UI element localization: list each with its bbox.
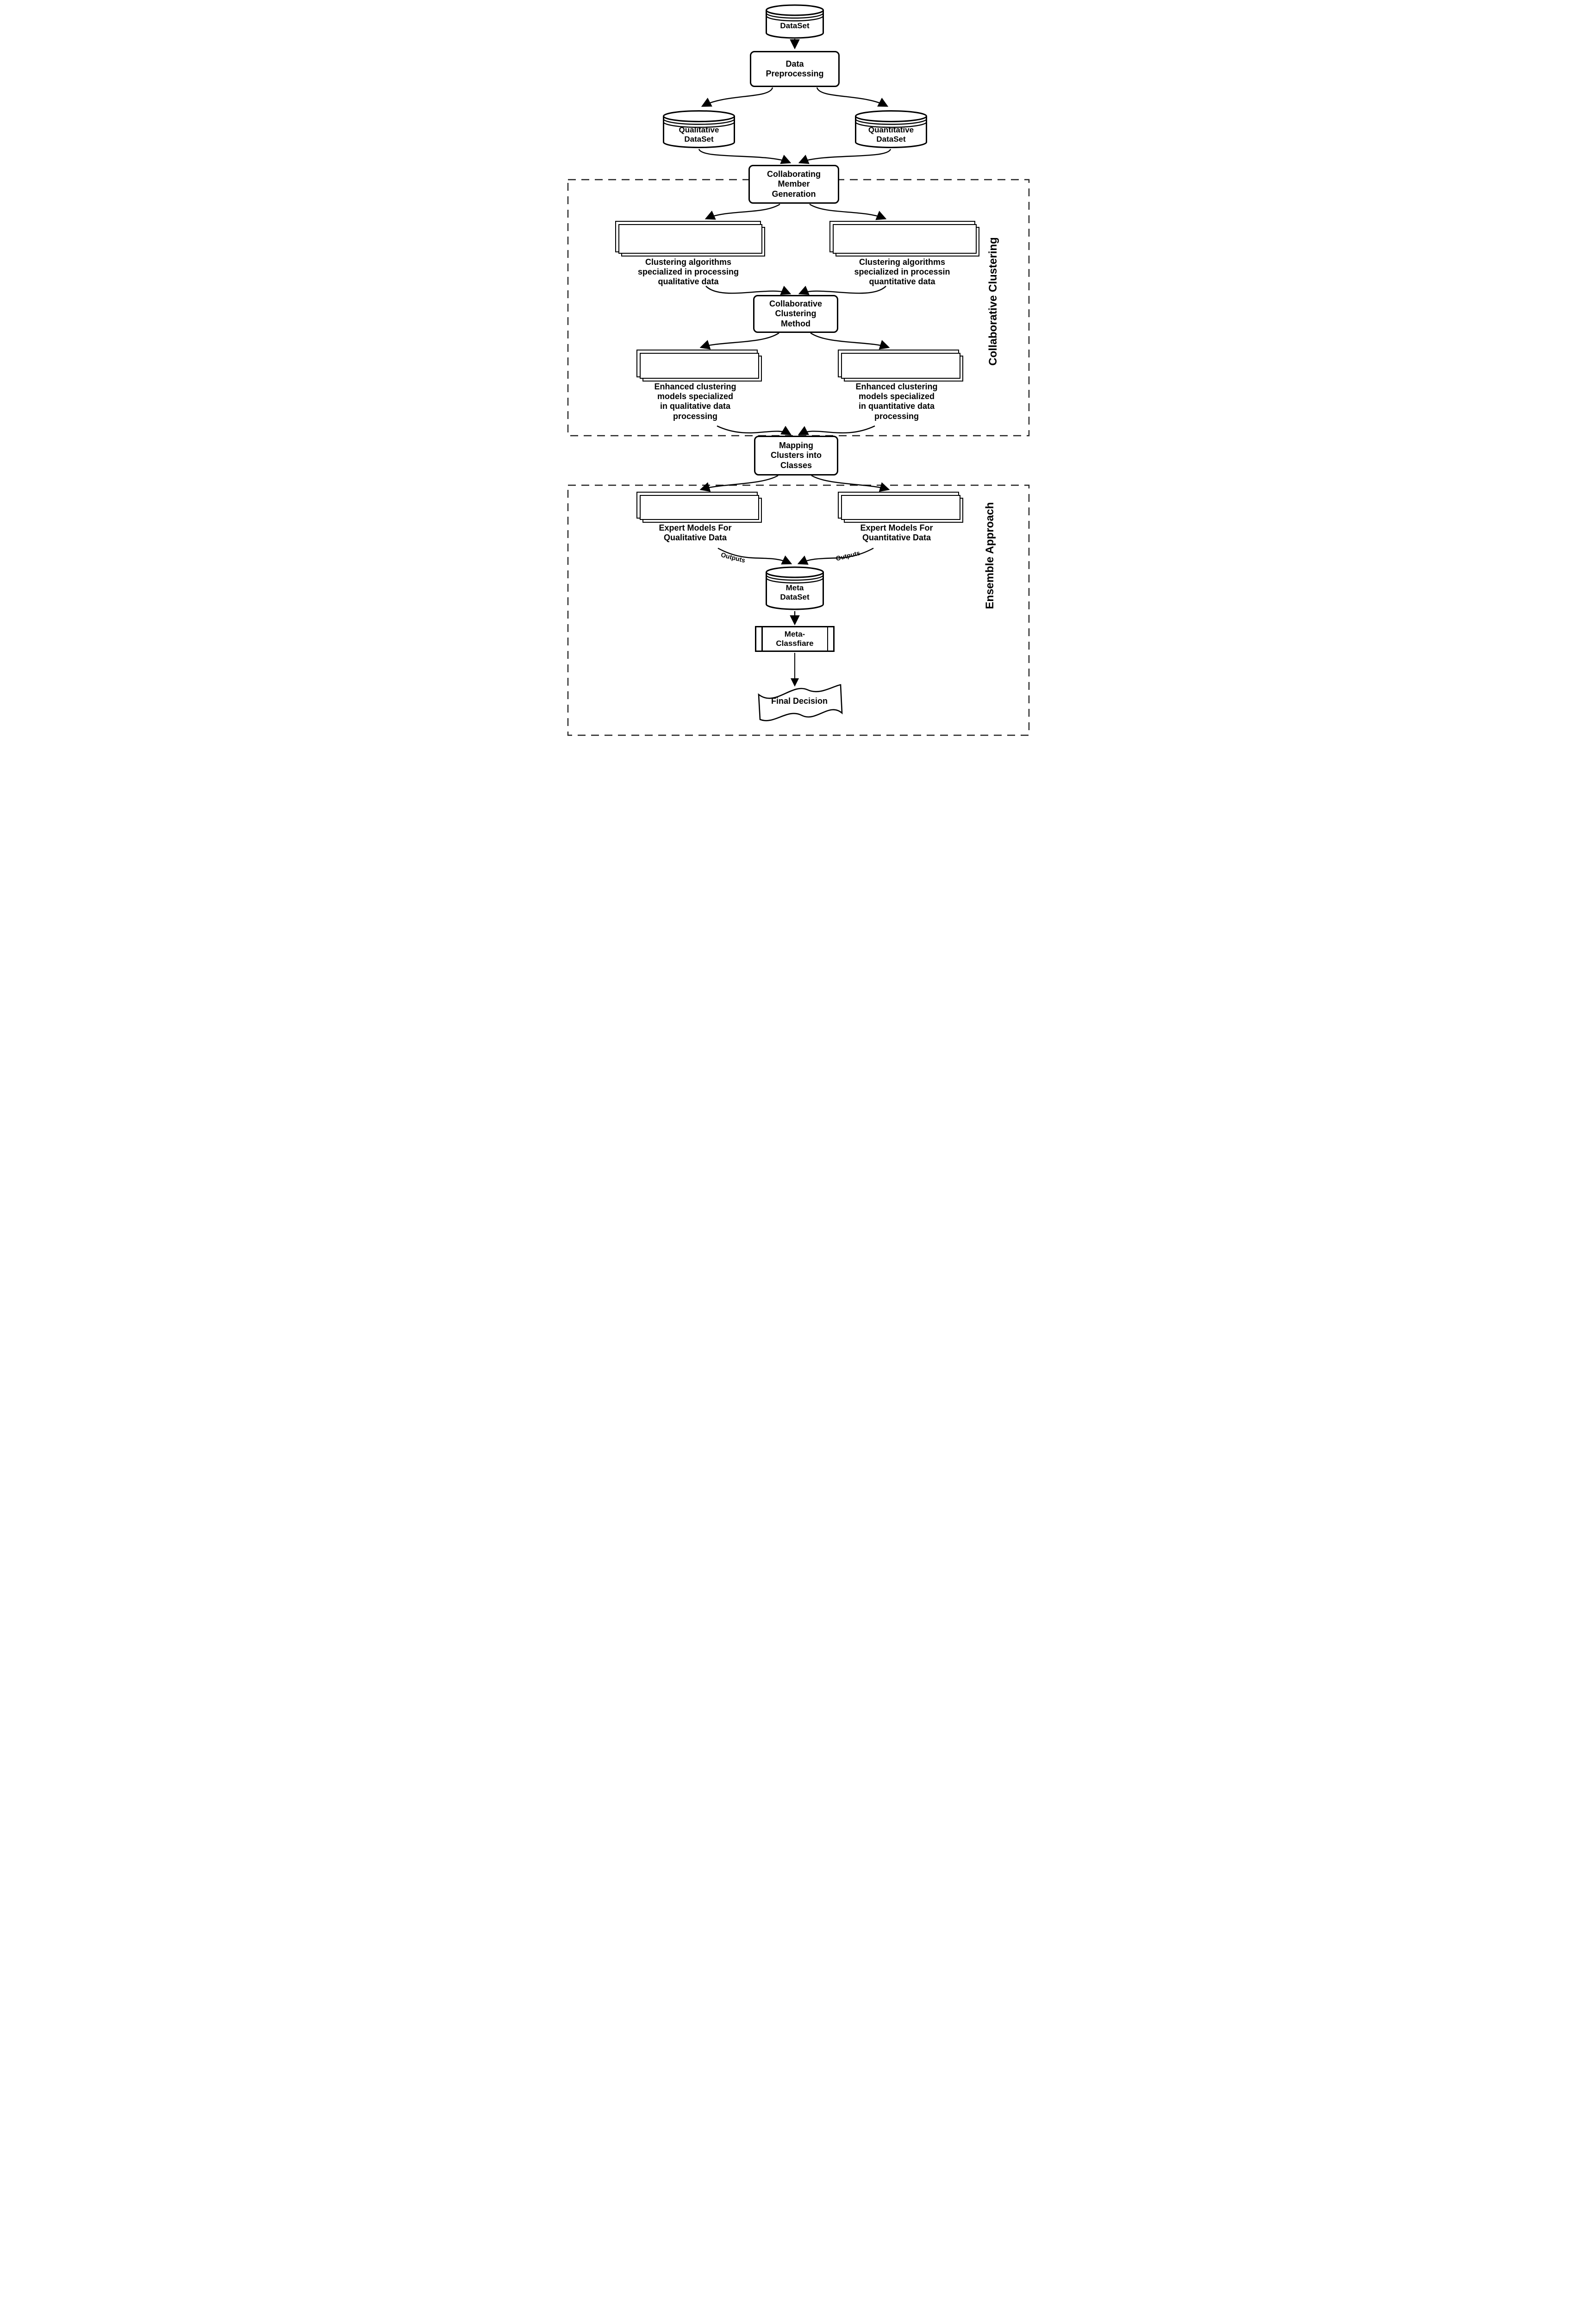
collaborating-member-generation-box: Collaborating Member Generation (748, 165, 839, 204)
meta-dataset-label: Meta DataSet (780, 583, 810, 602)
qualitative-algorithms-caption: Clustering algorithms specialized in pro… (637, 257, 739, 287)
dataset-label: DataSet (780, 21, 810, 30)
arrow-method-to-enhanced-quant (810, 332, 890, 350)
expert-models-quantitative-caption: Expert Models For Quantitative Data (860, 523, 933, 543)
quantitative-dataset-label: Quantitative DataSet (868, 125, 914, 144)
quantitative-algorithms-caption: Clustering algorithms specialized in pro… (854, 257, 950, 287)
enhanced-models-qualitative-caption: Enhanced clustering models specialized i… (654, 382, 736, 421)
quantitative-dataset-cylinder: Quantitative DataSet (855, 110, 927, 149)
database-icon (766, 566, 824, 610)
meta-dataset-cylinder: Meta DataSet (766, 566, 824, 610)
arrow-preprocessing-to-quantitative (816, 87, 889, 107)
meta-classifier-label: Meta- Classfiare (776, 629, 814, 648)
wave-document-icon (758, 684, 843, 721)
data-preprocessing-label: Data Preprocessing (766, 59, 824, 78)
arrow-qualitative-to-member-generation (698, 149, 792, 164)
collaborating-member-generation-label: Collaborating Member Generation (767, 169, 821, 199)
mapping-clusters-into-classes-label: Mapping Clusters into Classes (770, 441, 822, 470)
collaborative-clustering-container-label: Collaborative Clustering (987, 237, 999, 366)
mapping-clusters-into-classes-box: Mapping Clusters into Classes (754, 436, 838, 476)
arrow-expert-qual-to-meta-dataset (717, 547, 792, 565)
flow-diagram: DataSet Data Preprocessing Qualitative D… (563, 0, 1033, 741)
arrow-method-to-enhanced-qual (699, 332, 779, 350)
arrow-quantitative-to-member-generation (798, 149, 892, 164)
expert-models-qualitative-caption: Expert Models For Qualitative Data (659, 523, 732, 543)
qualitative-dataset-label: Qualitative DataSet (679, 125, 719, 144)
arrow-mapping-to-expert-qual (699, 475, 779, 492)
arrow-member-generation-to-quant-algorithms (809, 203, 887, 220)
arrow-quant-algorithms-to-method (798, 286, 886, 295)
dataset-cylinder: DataSet (766, 4, 824, 39)
arrow-qual-algorithms-to-method (705, 286, 792, 295)
arrow-mapping-to-expert-quant (811, 475, 890, 492)
meta-classifier-box: Meta- Classfiare (755, 626, 835, 652)
expert-models-qualitative-stack (636, 492, 762, 523)
arrow-enhanced-qual-to-mapping (717, 425, 792, 435)
quantitative-algorithms-stack (829, 221, 979, 257)
qualitative-dataset-cylinder: Qualitative DataSet (663, 110, 735, 149)
enhanced-models-qualitative-stack (636, 350, 762, 382)
expert-models-quantitative-stack (838, 492, 963, 523)
arrow-expert-quant-to-meta-dataset (797, 547, 874, 565)
final-decision-shape: Final Decision (754, 679, 845, 723)
ensemble-approach-container-label: Ensemble Approach (984, 502, 996, 609)
arrow-preprocessing-to-qualitative (701, 87, 773, 107)
arrow-member-generation-to-qual-algorithms (704, 203, 780, 220)
data-preprocessing-box: Data Preprocessing (750, 51, 840, 87)
collaborative-clustering-method-label: Collaborative Clustering Method (769, 299, 823, 328)
enhanced-models-quantitative-stack (838, 350, 963, 382)
qualitative-algorithms-stack (615, 221, 765, 257)
arrow-enhanced-quant-to-mapping (798, 425, 875, 435)
collaborative-clustering-method-box: Collaborative Clustering Method (753, 295, 838, 333)
database-icon (766, 4, 824, 39)
enhanced-models-quantitative-caption: Enhanced clustering models specialized i… (855, 382, 938, 421)
ensemble-approach-container (567, 484, 1030, 736)
database-icon (855, 110, 927, 148)
database-icon (663, 110, 735, 148)
final-decision-label: Final Decision (771, 696, 828, 706)
